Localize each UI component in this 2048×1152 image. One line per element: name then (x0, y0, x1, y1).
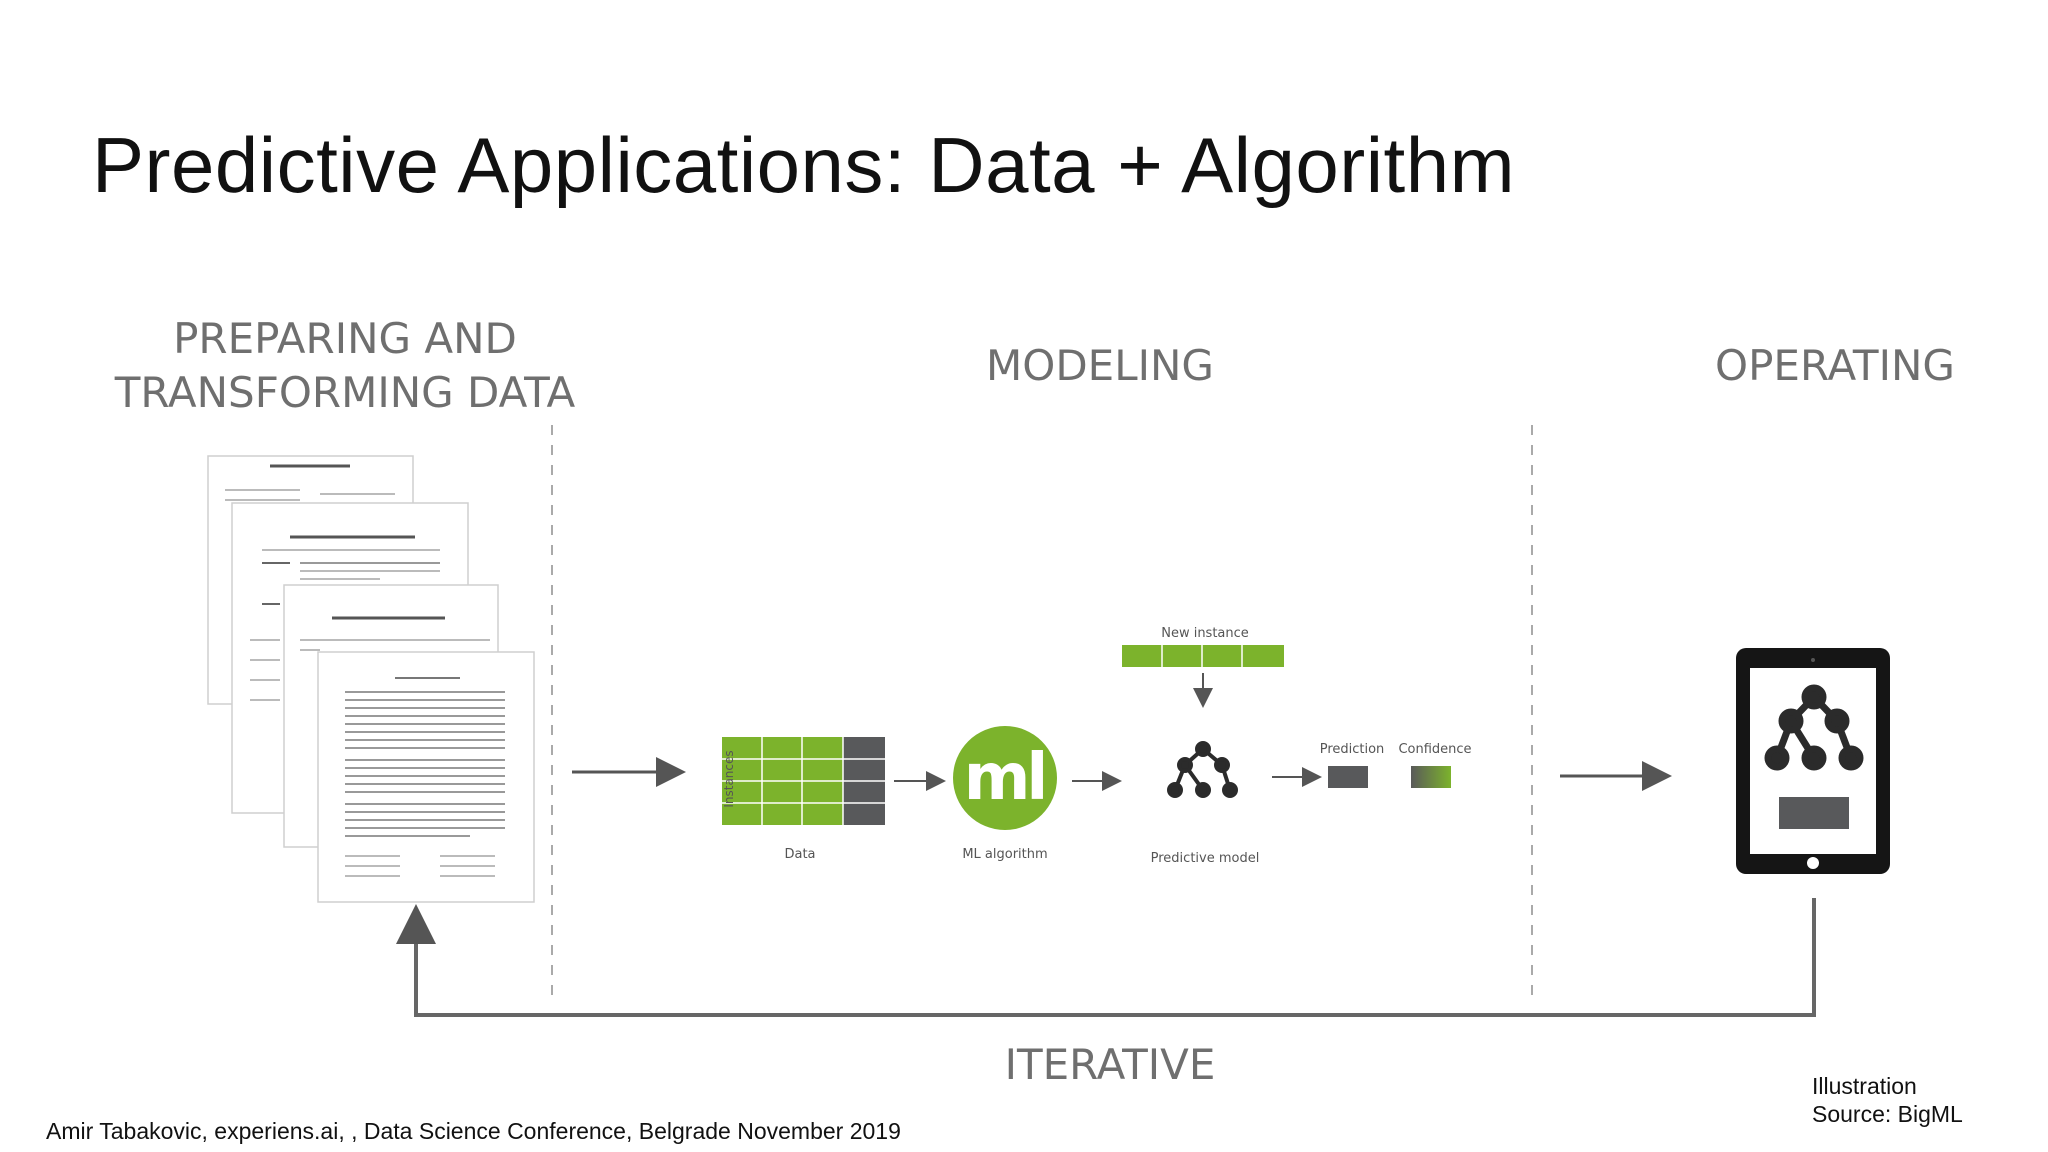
illustration-credit-line1: Illustration (1812, 1073, 1917, 1099)
document-page-4 (317, 651, 535, 903)
instances-label: Instances (722, 750, 736, 808)
data-grid-icon (722, 737, 885, 825)
documents-icon (207, 455, 535, 903)
stage-label-operating: OPERATING (1715, 341, 1955, 390)
stage-label-modeling: MODELING (986, 341, 1214, 390)
prediction-label: Prediction (1319, 742, 1385, 757)
new-instance-label: New instance (1161, 626, 1249, 641)
predictive-model-label: Predictive model (1150, 851, 1260, 866)
stage-label-preparing-line2: TRANSFORMING DATA (114, 368, 576, 417)
ml-logo-text: ml (963, 741, 1049, 815)
illustration-credit: Illustration Source: BigML (1812, 1072, 1963, 1128)
slide-title: Predictive Applications: Data + Algorith… (92, 121, 1516, 209)
tablet-icon (1736, 648, 1890, 874)
prediction-box (1328, 766, 1368, 788)
tree-model-icon (1167, 741, 1238, 798)
iterative-loop-arrow (396, 898, 1816, 1017)
confidence-box (1411, 766, 1451, 788)
footer-attribution: Amir Tabakovic, experiens.ai, , Data Sci… (46, 1118, 901, 1144)
confidence-label: Confidence (1398, 742, 1472, 757)
stage-label-preparing: PREPARING AND TRANSFORMING DATA (100, 312, 590, 420)
ml-logo-icon (953, 726, 1057, 830)
illustration-credit-line2: Source: BigML (1812, 1101, 1963, 1127)
ml-algorithm-label: ML algorithm (962, 847, 1048, 862)
new-instance-bar (1122, 645, 1284, 667)
data-label: Data (784, 847, 816, 862)
stage-label-preparing-line1: PREPARING AND (173, 314, 517, 363)
stage-label-iterative: ITERATIVE (1004, 1040, 1216, 1089)
